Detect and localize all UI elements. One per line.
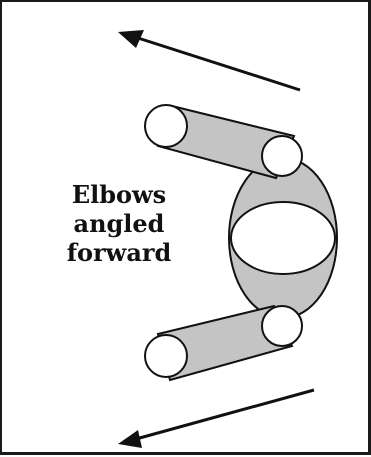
top-direction-arrow xyxy=(118,30,300,90)
lower-shoulder-joint xyxy=(262,306,302,346)
upper-arm xyxy=(145,105,302,178)
torso xyxy=(229,158,337,318)
lower-arm xyxy=(145,306,302,380)
caption-line-1: Elbows xyxy=(34,180,204,209)
elbows-caption: Elbows angled forward xyxy=(34,180,204,267)
lower-elbow-joint xyxy=(145,335,187,377)
caption-line-3: forward xyxy=(34,238,204,267)
bottom-direction-arrow xyxy=(118,390,314,448)
upper-shoulder-joint xyxy=(262,136,302,176)
caption-line-2: angled xyxy=(34,209,204,238)
upper-elbow-joint xyxy=(145,105,187,147)
